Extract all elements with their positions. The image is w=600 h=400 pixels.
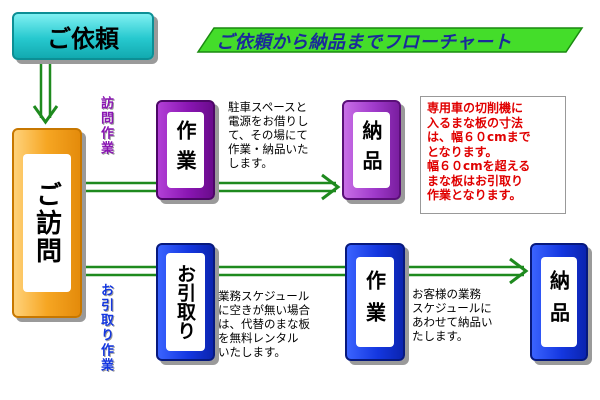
pickup-node: お引取り: [156, 243, 215, 361]
deliver-node-bottom: 納品: [530, 243, 588, 361]
title-banner: ご依頼から納品までフローチャート: [196, 26, 584, 54]
deliver-node-top: 納品: [342, 100, 401, 200]
title-banner-shape: [196, 27, 584, 53]
callout-box: 専用車の切削機に 入るまな板の寸法 は、幅６０cmまで となります。 幅６０cm…: [420, 96, 566, 214]
work-bottom-label: 作業: [356, 257, 394, 347]
arrow-pickup-to-work: [215, 265, 345, 277]
branch-label-onsite: 訪問作業: [98, 96, 113, 156]
note-bottom-right: お客様の業務 スケジュールに あわせて納品い たします。: [412, 287, 493, 343]
request-node: ご依頼: [12, 12, 154, 60]
title-text: ご依頼から納品までフローチャート: [216, 32, 512, 53]
visit-node: ご訪問: [12, 128, 82, 318]
work-node-bottom: 作業: [345, 243, 405, 361]
note-pickup: 業務スケジュール に空きが無い場合 は、代替のまな板 を無料レンタル いたします…: [218, 289, 310, 359]
arrow-onsite-branch: [82, 181, 156, 193]
work-top-label: 作業: [167, 112, 204, 188]
visit-label: ご訪問: [23, 154, 71, 292]
deliver-top-label: 納品: [353, 112, 390, 188]
arrow-request-to-visit: [32, 60, 59, 125]
work-node-top: 作業: [156, 100, 215, 200]
arrow-work-to-deliver-bottom: [405, 257, 529, 285]
note-onsite: 駐車スペースと 電源をお借りし て、その場にて 作業・納品いた します。: [228, 100, 309, 170]
arrow-pickup-branch: [82, 265, 156, 277]
pickup-label: お引取り: [166, 253, 205, 351]
arrow-work-to-deliver-top: [215, 173, 341, 201]
request-label: ご依頼: [47, 24, 119, 53]
branch-label-pickup: お引取り作業: [98, 283, 113, 373]
deliver-bottom-label: 納品: [541, 257, 577, 347]
